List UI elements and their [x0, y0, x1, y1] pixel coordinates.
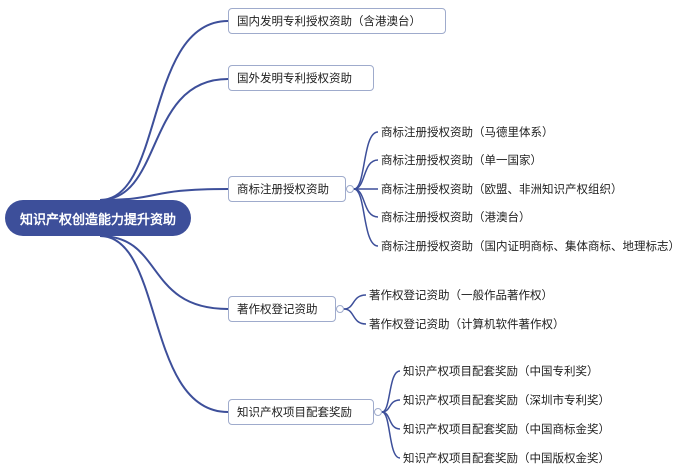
branch-node-trademark[interactable]: 商标注册授权资助 [228, 176, 346, 202]
connector-branch-to-leaf [353, 188, 379, 218]
branch-node-ip-project-award[interactable]: 知识产权项目配套奖励 [228, 399, 374, 425]
leaf-node[interactable]: 知识产权项目配套奖励（中国版权金奖） [403, 451, 610, 465]
connector-root-to-branch [99, 20, 229, 201]
leaf-node[interactable]: 商标注册授权资助（马德里体系） [381, 125, 554, 139]
leaf-node[interactable]: 知识产权项目配套奖励（中国专利奖） [403, 364, 599, 378]
leaf-node[interactable]: 著作权登记资助（一般作品著作权） [369, 288, 553, 302]
leaf-node[interactable]: 商标注册授权资助（单一国家） [381, 153, 542, 167]
leaf-node[interactable]: 著作权登记资助（计算机软件著作权） [369, 317, 565, 331]
connector-root-to-branch [99, 188, 229, 201]
root-node[interactable]: 知识产权创造能力提升资助 [5, 200, 191, 236]
branch-node-domestic-patent[interactable]: 国内发明专利授权资助（含港澳台） [228, 8, 446, 34]
connector-root-to-branch [99, 235, 229, 310]
connector-root-to-branch [99, 235, 229, 413]
connector-branch-to-leaf [353, 188, 379, 247]
connector-branch-to-leaf [353, 159, 379, 190]
collapse-toggle-ip-project-award[interactable] [374, 408, 382, 416]
branch-node-copyright[interactable]: 著作权登记资助 [228, 296, 336, 322]
connector-branch-to-leaf [381, 411, 401, 459]
leaf-node[interactable]: 知识产权项目配套奖励（中国商标金奖） [403, 422, 610, 436]
connector-branch-to-leaf [343, 294, 367, 310]
leaf-node[interactable]: 商标注册授权资助（国内证明商标、集体商标、地理标志） [381, 239, 680, 253]
branch-node-foreign-patent[interactable]: 国外发明专利授权资助 [228, 65, 374, 91]
leaf-node[interactable]: 商标注册授权资助（欧盟、非洲知识产权组织） [381, 182, 623, 196]
leaf-node[interactable]: 知识产权项目配套奖励（深圳市专利奖） [403, 393, 610, 407]
leaf-node[interactable]: 商标注册授权资助（港澳台） [381, 210, 531, 224]
connector-branch-to-leaf [343, 308, 367, 325]
connector-branch-to-leaf [381, 370, 401, 413]
collapse-toggle-trademark[interactable] [346, 185, 354, 193]
collapse-toggle-copyright[interactable] [336, 305, 344, 313]
connector-root-to-branch [99, 78, 229, 201]
